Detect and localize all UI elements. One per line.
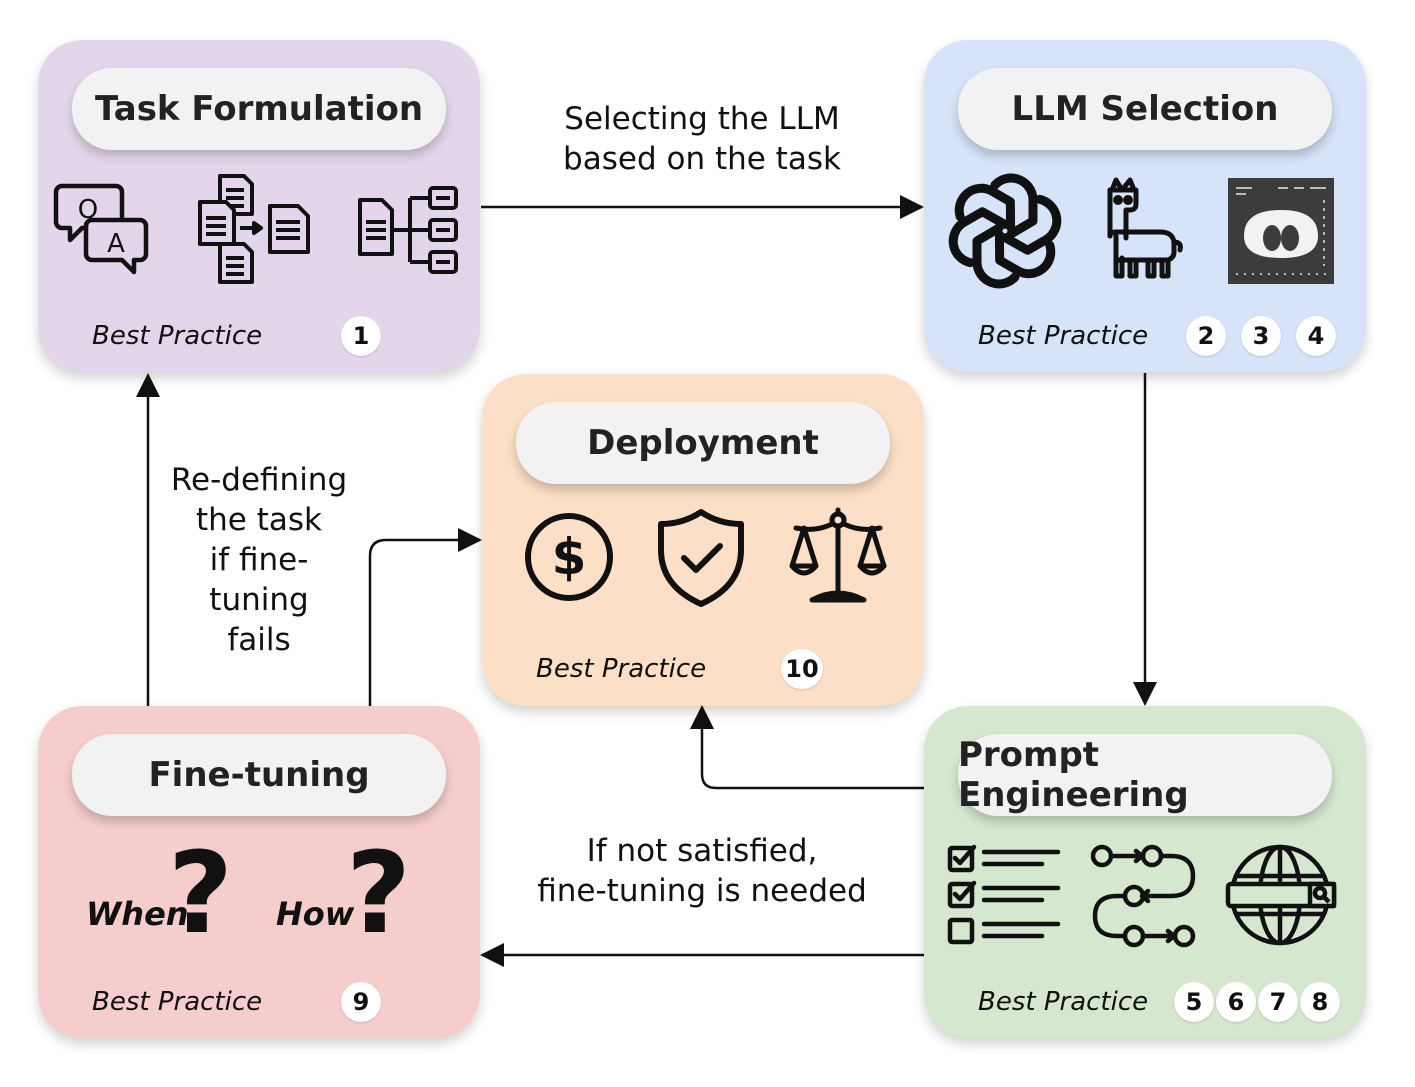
- deployment-title: Deployment: [516, 402, 890, 484]
- deploy-badge-10: 10: [781, 649, 823, 689]
- when-label: When: [86, 895, 189, 933]
- llama-icon: [1104, 176, 1184, 284]
- svg-text:Q: Q: [78, 195, 98, 225]
- edge-label-task-to-llm-line2: based on the task: [563, 141, 841, 177]
- edge-label-task-to-llm-line1: Selecting the LLM: [564, 101, 840, 137]
- arrow-finetune-to-deploy: [368, 528, 482, 706]
- prompt-badge-6: 6: [1216, 982, 1256, 1022]
- svg-text:$: $: [552, 528, 587, 586]
- checklist-icon: [946, 844, 1062, 948]
- prompt-best-practice-label: Best Practice: [978, 987, 1149, 1017]
- arrow-prompt-to-deploy: [690, 705, 924, 790]
- when-question-mark-icon: ?: [168, 829, 233, 959]
- llm-badge-2: 2: [1186, 316, 1226, 356]
- edge-label-finetune-to-task-line4: fails: [227, 622, 291, 658]
- prompt-badge-8: 8: [1300, 982, 1340, 1022]
- dollar-coin-icon: $: [524, 512, 614, 602]
- fine-tuning-title: Fine-tuning: [72, 734, 446, 816]
- llm-badge-3: 3: [1241, 316, 1281, 356]
- deploy-best-practice-label: Best Practice: [536, 654, 707, 684]
- openai-logo-icon: [948, 173, 1062, 289]
- shield-check-icon: [656, 508, 746, 608]
- edge-label-finetune-to-task-line3: if fine-tuning: [209, 542, 309, 618]
- edge-label-finetune-to-task: Re-defining the task if fine-tuning fail…: [160, 460, 358, 660]
- model-logo-icon: [1228, 178, 1334, 284]
- llm-best-practice-label: Best Practice: [978, 321, 1149, 351]
- workflow-icon: [1088, 840, 1198, 950]
- prompt-badge-7: 7: [1258, 982, 1298, 1022]
- edge-label-finetune-to-task-line2: the task: [196, 502, 322, 538]
- how-label: How: [276, 895, 355, 933]
- task-formulation-title: Task Formulation: [72, 68, 446, 150]
- finetune-badge-9: 9: [341, 982, 381, 1022]
- finetune-best-practice-label: Best Practice: [92, 987, 263, 1017]
- edge-label-prompt-to-finetune-line2: fine-tuning is needed: [537, 873, 867, 909]
- document-merge-icon: [196, 174, 314, 286]
- balance-scale-icon: [788, 506, 888, 606]
- llm-selection-title: LLM Selection: [958, 68, 1332, 150]
- prompt-engineering-title: Prompt Engineering: [958, 734, 1332, 816]
- edge-label-prompt-to-finetune: If not satisfied, fine-tuning is needed: [510, 831, 894, 911]
- qa-chat-icon: Q A: [53, 180, 154, 280]
- task-badge-1: 1: [341, 316, 381, 356]
- edge-label-task-to-llm: Selecting the LLM based on the task: [520, 99, 884, 179]
- edge-label-finetune-to-task-line1: Re-defining: [170, 462, 348, 498]
- how-question-mark-icon: ?: [346, 829, 411, 959]
- svg-text:A: A: [107, 229, 125, 259]
- document-tree-icon: [356, 184, 460, 276]
- edge-label-prompt-to-finetune-line1: If not satisfied,: [586, 833, 818, 869]
- llm-badge-4: 4: [1296, 316, 1336, 356]
- globe-search-icon: [1225, 842, 1338, 948]
- task-best-practice-label: Best Practice: [92, 321, 263, 351]
- prompt-badge-5: 5: [1174, 982, 1214, 1022]
